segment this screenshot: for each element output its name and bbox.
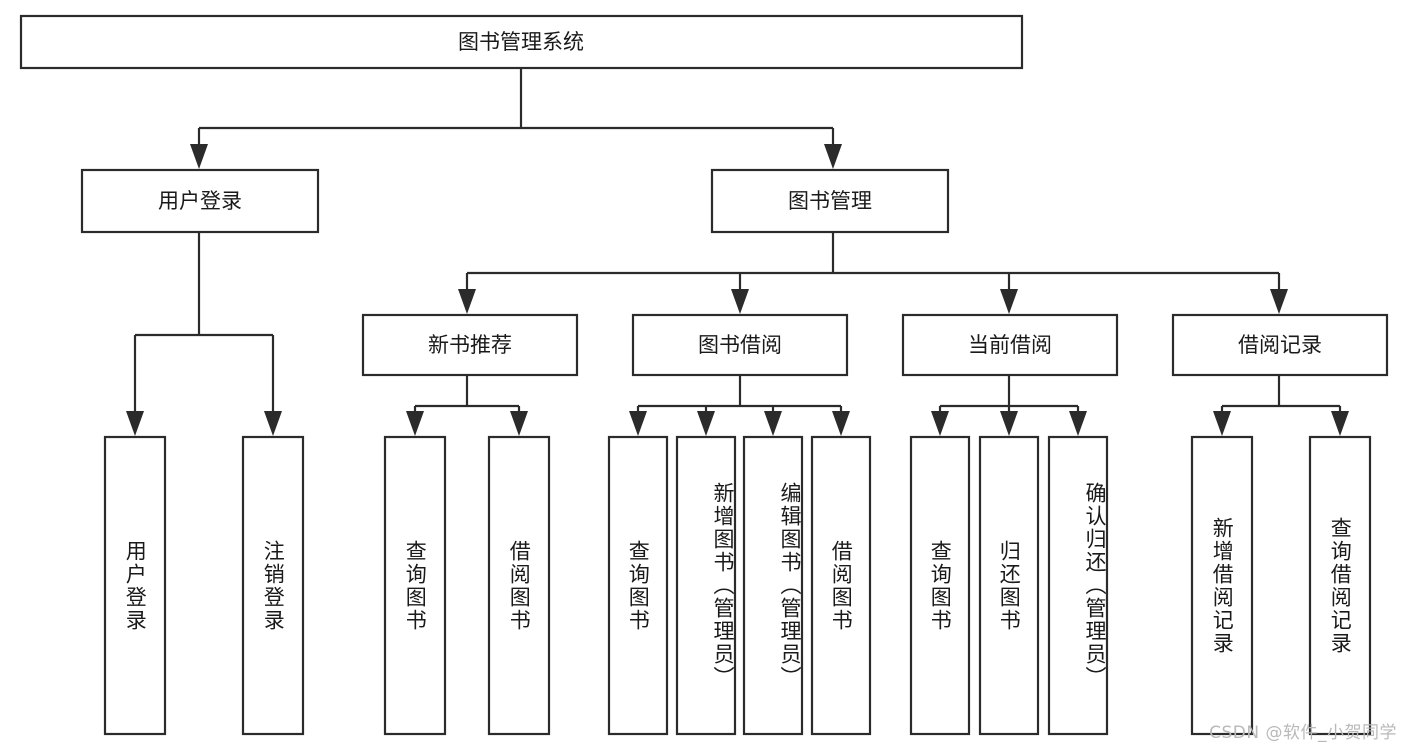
- node-current-borrow-box[interactable]: [901, 313, 1119, 377]
- leaf-box-user-login-2[interactable]: [241, 435, 305, 736]
- connector-layer: [126, 68, 1349, 436]
- leaf-box-new-book-1[interactable]: [383, 435, 447, 736]
- arrow-head-book-borrow-leaf-3: [764, 411, 782, 436]
- node-layer: 图书管理系统 用户登录 图书管理 新书推荐 图书借阅 当前借阅 借阅记录: [19, 14, 1389, 736]
- arrow-head-current-borrow-leaf-3: [1069, 411, 1087, 436]
- leaf-box-book-borrow-2[interactable]: [675, 435, 737, 736]
- leaf-box-borrow-record-2[interactable]: [1308, 435, 1372, 736]
- node-book-borrow-box[interactable]: [631, 313, 849, 377]
- leaf-box-book-borrow-1[interactable]: [607, 435, 669, 736]
- arrow-head-borrow-record-leaf-2: [1331, 411, 1349, 436]
- leaf-box-new-book-2[interactable]: [487, 435, 551, 736]
- leaf-box-current-borrow-2[interactable]: [978, 435, 1040, 736]
- node-root-box[interactable]: [19, 14, 1024, 70]
- node-current-borrow-label: 当前借阅: [968, 333, 1052, 357]
- arrow-head-current-borrow-leaf-1: [931, 411, 949, 436]
- arrow-head-user-login-leaf-1: [126, 411, 144, 436]
- arrow-head-book-borrow-leaf-4: [832, 411, 850, 436]
- arrow-head-book-manage: [824, 144, 842, 169]
- arrow-head-new-book-leaf-1: [406, 411, 424, 436]
- leaf-box-borrow-record-1[interactable]: [1190, 435, 1254, 736]
- node-root-label: 图书管理系统: [458, 30, 584, 54]
- node-user-login-label: 用户登录: [158, 189, 242, 213]
- node-borrow-record-label: 借阅记录: [1238, 333, 1322, 357]
- node-user-login-box[interactable]: [80, 168, 320, 234]
- node-book-manage-label: 图书管理: [788, 189, 872, 213]
- node-book-manage-box[interactable]: [710, 168, 950, 234]
- leaf-box-book-borrow-4[interactable]: [810, 435, 872, 736]
- arrow-head-user-login-leaf-2: [264, 411, 282, 436]
- node-borrow-record-box[interactable]: [1171, 313, 1389, 377]
- arrow-head-book-borrow: [731, 289, 749, 314]
- leaf-box-book-borrow-3[interactable]: [742, 435, 804, 736]
- arrow-head-borrow-record: [1270, 289, 1288, 314]
- leaf-box-user-login-1[interactable]: [103, 435, 167, 736]
- node-new-book-label: 新书推荐: [428, 333, 512, 357]
- arrow-head-book-borrow-leaf-1: [629, 411, 647, 436]
- arrow-head-new-book: [458, 289, 476, 314]
- arrow-head-current-borrow-leaf-2: [1000, 411, 1018, 436]
- leaf-box-current-borrow-3[interactable]: [1047, 435, 1109, 736]
- arrow-head-user-login: [190, 144, 208, 169]
- node-new-book-box[interactable]: [361, 313, 579, 377]
- arrow-head-borrow-record-leaf-1: [1213, 411, 1231, 436]
- leaf-box-current-borrow-1[interactable]: [909, 435, 971, 736]
- arrow-head-new-book-leaf-2: [510, 411, 528, 436]
- arrow-head-book-borrow-leaf-2: [697, 411, 715, 436]
- arrow-head-current-borrow: [1000, 289, 1018, 314]
- node-book-borrow-label: 图书借阅: [698, 333, 782, 357]
